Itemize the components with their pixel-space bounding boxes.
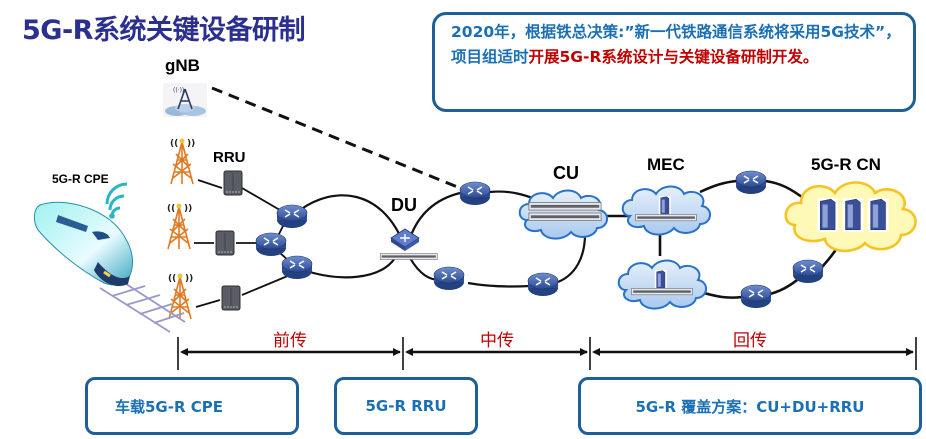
router-icon [433,266,465,291]
router-icon [527,272,559,297]
router-icon [255,232,287,257]
info-text-red: 开展5G-R系统设计与关键设备研制开发。 [528,48,819,66]
access-ring [299,194,404,279]
coverage-box-label: 5G-R 覆盖方案：CU+DU+RRU [635,397,865,416]
info-text-blue: 2020年，根据铁总决策:”新一代铁路通信系统将采用5G技术”，项目组适时 [451,23,901,66]
info-box: 2020年，根据铁总决策:”新一代铁路通信系统将采用5G技术”，项目组适时开展5… [432,12,916,112]
rru-label: RRU [213,149,246,166]
rru-box: 5G-R RRU [334,377,478,435]
arrow-left-icon [592,348,600,356]
router-icon [281,255,313,280]
cn-label: 5G-R CN [811,155,881,174]
mec-label: MEC [647,155,685,174]
train-icon [33,182,186,333]
cu-cloud-icon [518,189,608,240]
arrow-heads [180,348,914,356]
fronthaul-label: 前传 [273,331,307,351]
segment-brackets [177,337,917,370]
du-switch-icon [379,228,438,260]
page-title: 5G-R系统关键设备研制 [22,15,305,46]
cell-tower-icon [169,137,197,185]
midhaul-label: 中传 [480,331,514,351]
router-icon [459,181,491,206]
cpe-box: 车载5G-R CPE [85,377,299,435]
wireless-signal-icon [105,182,128,217]
rru-box-label: 5G-R RRU [365,397,447,415]
arrow-left-icon [405,348,413,356]
gnb-label: gNB [165,56,200,75]
cell-tower-icon [167,272,195,320]
coverage-box: 5G-R 覆盖方案：CU+DU+RRU [578,377,922,435]
rru-device-icon [215,230,235,256]
cu-label: CU [553,163,579,183]
arrow-right-icon [580,348,588,356]
core-network-cloud-icon [784,181,917,253]
router-icon [740,284,772,309]
arrow-right-icon [906,348,914,356]
du-label: DU [391,195,417,215]
rru-device-icon [223,170,243,196]
gnb-dashed-link [211,86,461,190]
mec-cloud-icon [621,185,711,236]
mec-cloud-icon [617,259,707,310]
router-icon [792,259,824,284]
gnb-icon: ((·)) [163,83,207,117]
router-icon [735,170,767,195]
router-icon [276,204,308,229]
svg-text:((·)): ((·)) [173,87,184,94]
cpe-box-label: 车载5G-R CPE [115,397,223,416]
cpe-label: 5G-R CPE [52,172,109,186]
backhaul-label: 回传 [733,331,767,351]
rru-device-icon [221,285,241,311]
cell-tower-icon [166,202,194,250]
arrow-right-icon [393,348,401,356]
arrow-left-icon [180,348,188,356]
